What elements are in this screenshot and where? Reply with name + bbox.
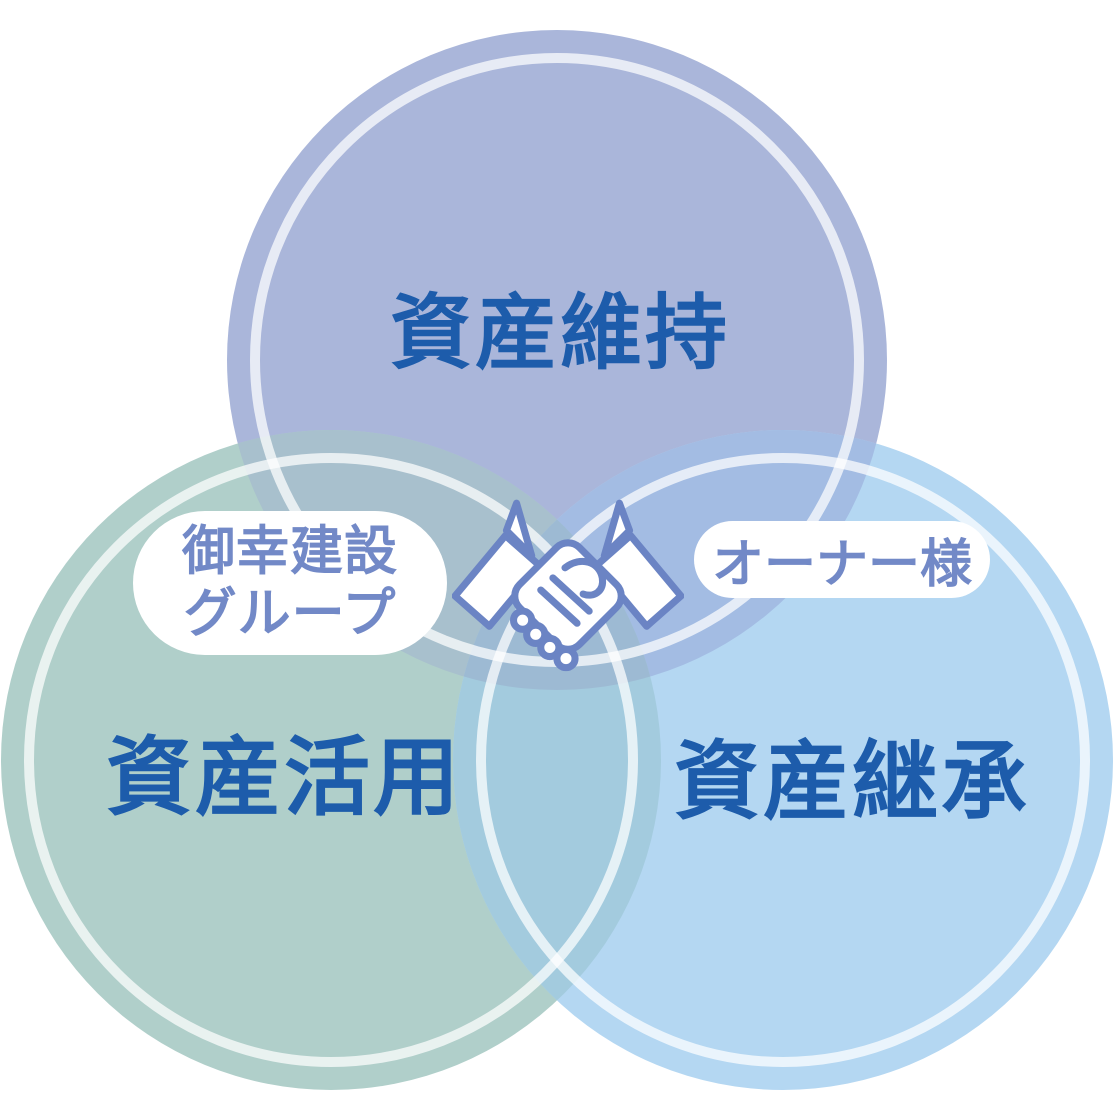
handshake-icon (452, 499, 684, 672)
ring-asset-succession (476, 453, 1090, 1067)
pill-company-group-line2: グループ (183, 584, 397, 643)
pill-owner-text: オーナー様 (711, 536, 972, 594)
pill-company-group-line1: 御幸建設 (182, 522, 398, 581)
pill-company-group: 御幸建設 グループ (133, 511, 447, 655)
label-asset-maintenance: 資産維持 (389, 288, 731, 379)
handshake-shapes (452, 499, 684, 672)
pill-owner: オーナー様 (694, 521, 990, 598)
label-asset-utilization: 資産活用 (106, 730, 462, 826)
ring-asset-utilization (24, 453, 638, 1067)
label-asset-succession: 資産継承 (674, 734, 1030, 830)
